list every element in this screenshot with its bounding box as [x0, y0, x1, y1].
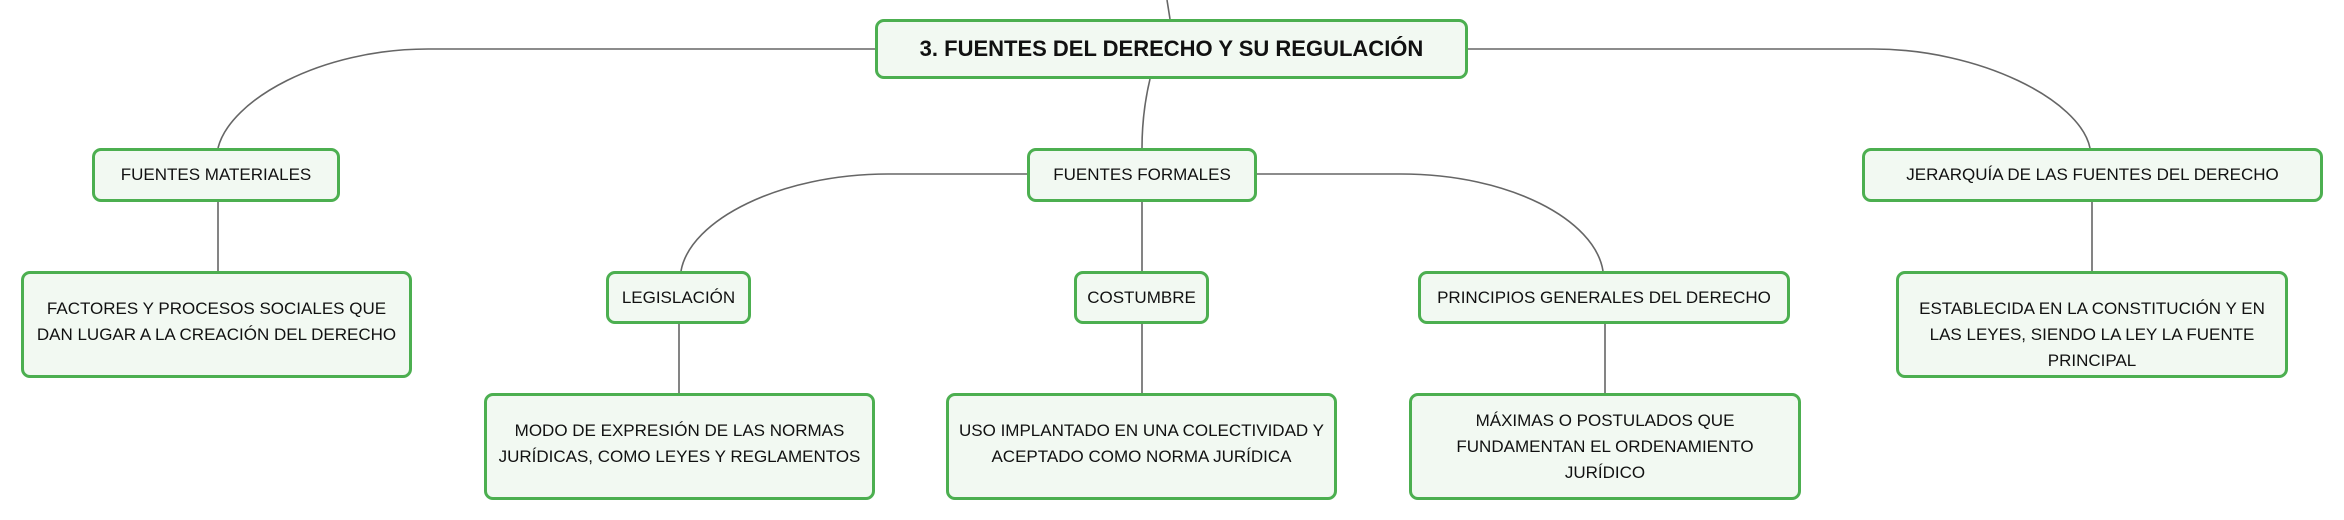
- node-fuentes-formales[interactable]: FUENTES FORMALES: [1027, 148, 1257, 202]
- node-principios-description[interactable]: MÁXIMAS O POSTULADOS QUE FUNDAMENTAN EL …: [1409, 393, 1801, 500]
- connector-root-jerarquia: [1468, 48, 2091, 149]
- connector-formales-legislacion: [680, 173, 1027, 272]
- node-label: PRINCIPIOS GENERALES DEL DERECHO: [1437, 287, 1771, 307]
- root-label: 3. FUENTES DEL DERECHO Y SU REGULACIÓN: [919, 36, 1424, 61]
- node-label: FUENTES FORMALES: [1053, 165, 1231, 184]
- node-label: MÁXIMAS O POSTULADOS QUE FUNDAMENTAN EL …: [1456, 411, 1754, 482]
- node-costumbre-description[interactable]: USO IMPLANTADO EN UNA COLECTIVIDAD Y ACE…: [946, 393, 1337, 500]
- node-costumbre[interactable]: COSTUMBRE: [1074, 271, 1209, 324]
- node-principios-generales[interactable]: PRINCIPIOS GENERALES DEL DERECHO: [1418, 271, 1790, 324]
- node-label: FUENTES MATERIALES: [120, 165, 312, 184]
- node-label: JERARQUÍA DE LAS FUENTES DEL DERECHO: [1906, 165, 2279, 184]
- node-legislacion[interactable]: LEGISLACIÓN: [606, 271, 751, 324]
- connector-root-materiales: [217, 48, 875, 149]
- node-label: LEGISLACIÓN: [621, 287, 736, 307]
- node-label: FACTORES Y PROCESOS SOCIALES QUE DAN LUG…: [36, 299, 397, 344]
- node-fuentes-materiales[interactable]: FUENTES MATERIALES: [92, 148, 340, 202]
- node-label: USO IMPLANTADO EN UNA COLECTIVIDAD Y ACE…: [959, 421, 1324, 466]
- node-materiales-description[interactable]: FACTORES Y PROCESOS SOCIALES QUE DAN LUG…: [21, 271, 412, 378]
- node-label: MODO DE EXPRESIÓN DE LAS NORMAS JURÍDICA…: [498, 421, 861, 466]
- node-legislacion-description[interactable]: MODO DE EXPRESIÓN DE LAS NORMAS JURÍDICA…: [484, 393, 875, 500]
- connector-root-formales: [1141, 78, 1151, 149]
- root-node[interactable]: 3. FUENTES DEL DERECHO Y SU REGULACIÓN: [875, 19, 1468, 79]
- node-label: COSTUMBRE: [1087, 287, 1196, 307]
- connector-parent: [1166, 0, 1171, 20]
- node-jerarquia-description[interactable]: ESTABLECIDA EN LA CONSTITUCIÓN Y EN LAS …: [1896, 271, 2288, 378]
- connector-formales-principios: [1257, 173, 1604, 272]
- node-label: ESTABLECIDA EN LA CONSTITUCIÓN Y EN LAS …: [1919, 299, 2265, 370]
- node-jerarquia[interactable]: JERARQUÍA DE LAS FUENTES DEL DERECHO: [1862, 148, 2323, 202]
